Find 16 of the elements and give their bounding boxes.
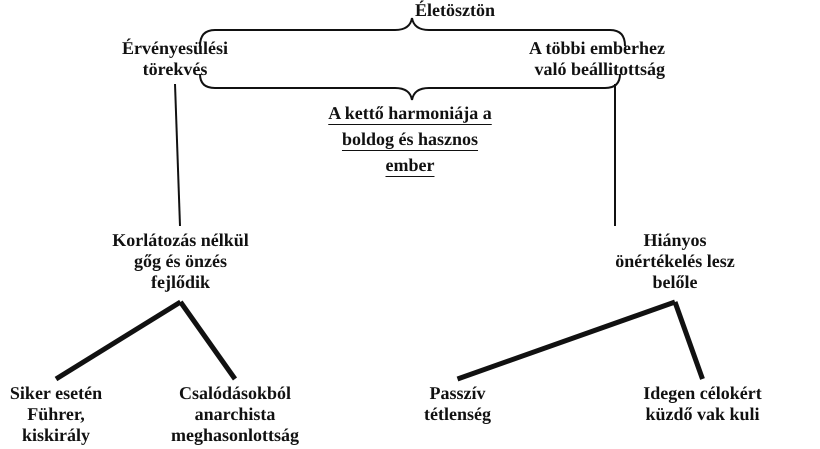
connector-line [178, 300, 238, 380]
connector-line [672, 301, 705, 380]
text-label: Siker esetén Führer, kiskirály [0, 383, 112, 446]
connector-line [456, 300, 676, 382]
text-label: A többi emberhez való beállitottság [495, 38, 665, 80]
connector-line [54, 300, 182, 382]
text-label: Korlátozás nélkül gőg és önzés fejlődik [108, 230, 253, 293]
text-label: A kettő harmoniája a boldog és hasznos ember [320, 100, 500, 178]
text-label: Hiányos önértékelés lesz belőle [615, 230, 735, 293]
connector-line [614, 84, 616, 226]
title-text: Életösztön [395, 0, 515, 21]
connector-line [174, 84, 181, 226]
text-label: Érvényesülési törekvés [105, 38, 245, 80]
text-label: Idegen célokért küzdő vak kuli [620, 383, 785, 425]
text-label: Csalódásokból anarchista meghasonlottság [150, 383, 320, 446]
text-label: Passzív tétlenség [405, 383, 510, 425]
